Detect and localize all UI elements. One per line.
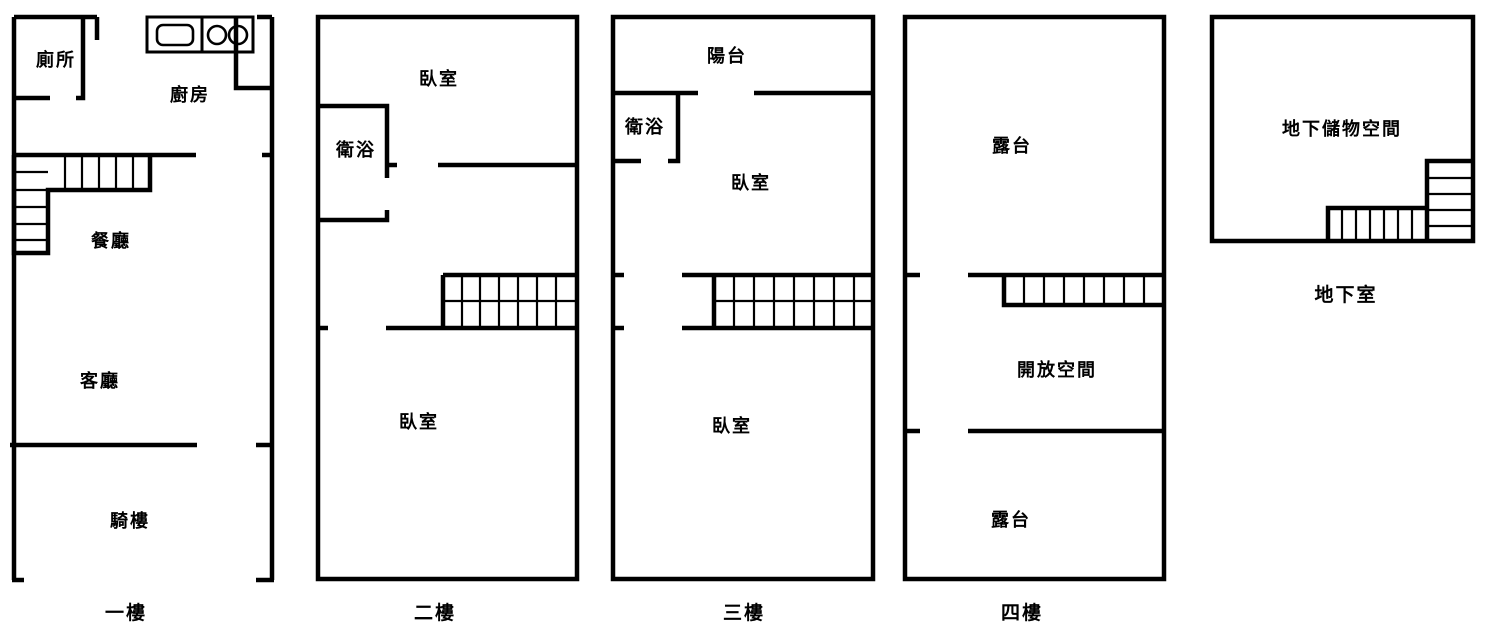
room-label-terrace-bottom: 露台 [991,509,1031,531]
first-floor-plan: 廁所 廚房 餐廳 客廳 騎樓 一樓 [10,14,275,624]
room-label-bathroom: 衛浴 [335,139,376,161]
floor-caption-first: 一樓 [105,601,147,624]
floor-caption-fourth: 四樓 [1001,601,1043,624]
room-label-arcade: 騎樓 [110,510,150,532]
room-label-kitchen: 廚房 [170,84,210,106]
room-label-bedroom-bottom: 臥室 [399,411,439,433]
room-label-bathroom: 衛浴 [624,116,665,138]
floor-caption-basement: 地下室 [1314,283,1377,306]
room-label-open-space: 開放空間 [1017,359,1097,381]
floor-caption-third: 三樓 [723,601,765,624]
stove-burner-icon [206,24,228,46]
fourth-floor-plan: 露台 開放空間 露台 四樓 [902,14,1167,624]
room-label-balcony: 陽台 [707,45,747,67]
basement-plan: 地下儲物空間 地下室 [1209,14,1476,306]
room-label-living: 客廳 [80,370,120,392]
room-label-dining: 餐廳 [90,230,131,252]
room-label-bedroom-bottom: 臥室 [712,415,752,437]
third-floor-plan: 陽台 衛浴 臥室 臥室 三樓 [610,14,876,624]
sink-icon [155,23,195,47]
second-floor-plan: 臥室 衛浴 臥室 二樓 [315,14,580,624]
floor-caption-second: 二樓 [414,601,456,624]
stove-burner-icon [227,24,249,46]
room-label-terrace-top: 露台 [992,135,1032,157]
room-label-bedroom-top: 臥室 [731,172,771,194]
room-label-bedroom-top: 臥室 [419,68,459,90]
room-label-storage: 地下儲物空間 [1282,118,1402,140]
room-label-toilet: 廁所 [36,49,76,71]
kitchen-counter [145,15,255,54]
